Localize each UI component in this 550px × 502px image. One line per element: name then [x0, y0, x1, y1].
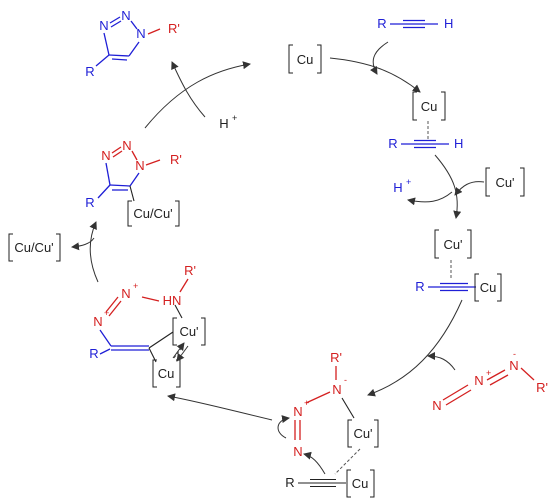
- triazole-product: N N N R R': [85, 8, 180, 79]
- triazolide-cu-label: Cu/Cu': [133, 206, 172, 221]
- cu-label: Cu: [297, 52, 314, 67]
- coord-n-low-label: N: [293, 444, 302, 459]
- metallacycle-n-left-charge: +: [104, 308, 109, 318]
- product-n3-label: N: [136, 26, 145, 41]
- triazolide-n1-label: N: [101, 148, 110, 163]
- azide-r-prime-label: R': [536, 380, 548, 395]
- azide-n2-charge: +: [486, 368, 491, 378]
- azide-n1-label: N: [432, 398, 441, 413]
- arrow-acetylide-to-coordination: [367, 299, 463, 397]
- arrow-cu-prime-in: [454, 181, 485, 196]
- coord-n-mid-charge: +: [304, 398, 309, 408]
- metallacycle-r-label: R: [89, 346, 98, 361]
- arrow-azide-in: [427, 352, 456, 371]
- organic-azide: N N + N - R': [432, 349, 548, 413]
- product-n2-label: N: [121, 8, 130, 23]
- triazolide-r-label: R: [85, 195, 94, 210]
- coord-n-mid-label: N: [293, 404, 302, 419]
- cycle-arrows: [89, 57, 463, 421]
- metallacycle-n-left-label: N: [93, 314, 102, 329]
- pi-complex-h-label: H: [454, 136, 463, 151]
- copper-mix-released: Cu/Cu': [8, 233, 61, 262]
- metallacycle-n-top-charge: +: [133, 281, 138, 291]
- azide-coordination-complex: R' N - N + N Cu' R Cu: [277, 350, 379, 498]
- acetylide-r-label: R: [415, 279, 424, 294]
- arrow-cu-mix-out: [71, 237, 95, 251]
- triazolide-n3-label: N: [135, 158, 144, 173]
- arrow-pi-to-acetylide: [434, 154, 462, 219]
- proton-in-charge: +: [232, 113, 237, 123]
- alkyne-r-label: R: [377, 16, 386, 31]
- arrow-triazolide-to-cu: [144, 61, 251, 129]
- alkyne-h-label: H: [444, 16, 453, 31]
- arrow-cu-to-pi-complex: [329, 57, 421, 93]
- azide-n2-label: N: [474, 373, 483, 388]
- coord-cu-prime-label: Cu': [353, 426, 372, 441]
- cu-mix-label: Cu/Cu': [14, 240, 53, 255]
- copper-catalyst: Cu: [288, 44, 322, 74]
- metallacycle-cu-prime-label: Cu': [179, 324, 198, 339]
- metallacycle-n-top-label: N: [121, 286, 130, 301]
- copper-pi-complex: Cu R H: [388, 91, 463, 151]
- metallacycle-cu-label: Cu: [158, 366, 175, 381]
- cu-prime-label: Cu': [495, 175, 514, 190]
- coord-n-top-label: N: [332, 382, 341, 397]
- azide-n3-label: N: [509, 358, 518, 373]
- azide-n3-charge: -: [513, 349, 516, 359]
- coord-n-top-charge: -: [344, 375, 347, 385]
- coord-r-label: R: [285, 475, 294, 490]
- metallacycle-r-prime-label: R': [184, 263, 196, 278]
- proton-added: H +: [219, 113, 237, 131]
- arrow-proton-in: [171, 61, 206, 118]
- pi-complex-cu-label: Cu: [421, 99, 438, 114]
- arrow-metallacycle-to-triazolide: [89, 221, 99, 283]
- arrow-coordination-to-metallacycle: [167, 393, 273, 421]
- copper-acetylide: Cu' R Cu: [415, 229, 502, 302]
- product-r-label: R: [85, 64, 94, 79]
- copper-prime-incoming: Cu': [485, 167, 525, 197]
- proton-out-label: H: [393, 180, 402, 195]
- copper-metallacycle: R' HN N + N + R Cu' Cu: [89, 263, 206, 388]
- product-n1-label: N: [99, 18, 108, 33]
- coord-r-prime-label: R': [330, 350, 342, 365]
- arrow-proton-out: [407, 191, 453, 206]
- triazolide-n2-label: N: [122, 138, 131, 153]
- side-arrows: [71, 41, 485, 371]
- pi-complex-r-label: R: [388, 136, 397, 151]
- triazolide-r-prime-label: R': [170, 152, 182, 167]
- acetylide-cu-prime-label: Cu': [443, 237, 462, 252]
- terminal-alkyne: R H: [377, 16, 453, 31]
- proton-in-label: H: [219, 116, 228, 131]
- proton-released: H +: [393, 177, 411, 195]
- metallacycle-hn-label: HN: [163, 293, 182, 308]
- copper-triazolide: N N N R' R Cu/Cu': [85, 138, 182, 227]
- arrow-alkyne-in: [370, 41, 389, 75]
- coord-cu-label: Cu: [352, 476, 369, 491]
- product-r-prime-label: R': [168, 21, 180, 36]
- acetylide-cu-label: Cu: [480, 280, 497, 295]
- proton-out-charge: +: [406, 177, 411, 187]
